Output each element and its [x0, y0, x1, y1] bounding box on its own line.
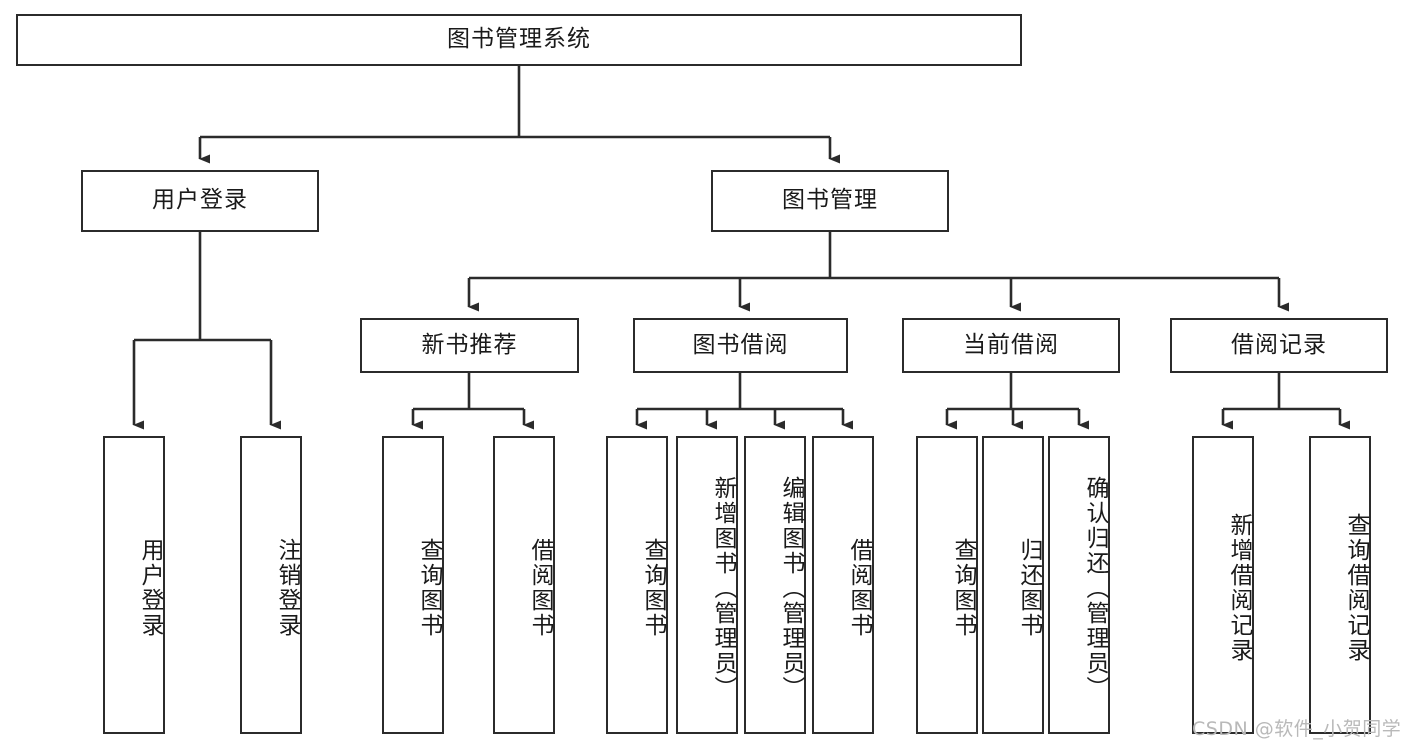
node-label: 注销登录: [274, 538, 300, 638]
leaf-query-record[interactable]: 查询借阅记录: [1309, 436, 1371, 734]
leaf-borrow-book-1[interactable]: 借阅图书: [493, 436, 555, 734]
leaf-query-book-3[interactable]: 查询图书: [916, 436, 978, 734]
node-label: 借阅图书: [846, 538, 872, 638]
leaf-add-record[interactable]: 新增借阅记录: [1192, 436, 1254, 734]
leaf-confirm-return[interactable]: 确认归还（管理员）: [1048, 436, 1110, 734]
node-root-system[interactable]: 图书管理系统: [16, 14, 1022, 66]
leaf-return-book[interactable]: 归还图书: [982, 436, 1044, 734]
node-label: 用户登录: [137, 538, 163, 638]
leaf-query-book-1[interactable]: 查询图书: [382, 436, 444, 734]
node-label: 借阅图书: [527, 538, 553, 638]
node-label: 查询图书: [950, 538, 976, 638]
watermark: CSDN @软件_小贺同学: [1192, 718, 1402, 740]
node-user-login[interactable]: 用户登录: [81, 170, 319, 232]
node-borrow-record[interactable]: 借阅记录: [1170, 318, 1388, 373]
node-label: 新书推荐: [421, 331, 518, 358]
leaf-logout[interactable]: 注销登录: [240, 436, 302, 734]
node-label: 图书管理: [782, 187, 878, 214]
node-label: 归还图书: [1016, 538, 1042, 638]
node-label: 查询图书: [640, 538, 666, 638]
node-label: 确认归还（管理员）: [1082, 475, 1108, 701]
node-label: 用户登录: [152, 187, 248, 214]
leaf-edit-book[interactable]: 编辑图书（管理员）: [744, 436, 806, 734]
node-label: 新增借阅记录: [1226, 513, 1252, 663]
node-new-book-rec[interactable]: 新书推荐: [360, 318, 579, 373]
node-book-borrow[interactable]: 图书借阅: [633, 318, 848, 373]
node-label: 新增图书（管理员）: [710, 475, 736, 701]
node-label: 查询图书: [416, 538, 442, 638]
node-label: 借阅记录: [1231, 331, 1327, 358]
node-label: 编辑图书（管理员）: [778, 475, 804, 701]
node-label: 图书借阅: [692, 331, 789, 358]
node-label: 查询借阅记录: [1343, 513, 1369, 663]
node-current-borrow[interactable]: 当前借阅: [902, 318, 1120, 373]
leaf-add-book[interactable]: 新增图书（管理员）: [676, 436, 738, 734]
leaf-query-book-2[interactable]: 查询图书: [606, 436, 668, 734]
node-label: 当前借阅: [963, 331, 1059, 358]
leaf-user-login[interactable]: 用户登录: [103, 436, 165, 734]
node-label: 图书管理系统: [447, 26, 591, 53]
leaf-borrow-book-2[interactable]: 借阅图书: [812, 436, 874, 734]
node-book-manage[interactable]: 图书管理: [711, 170, 949, 232]
